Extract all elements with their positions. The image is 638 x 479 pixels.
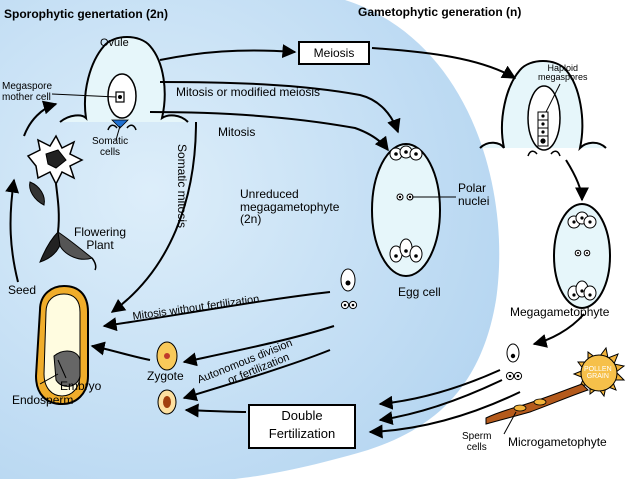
- haploid-megaspores-drawing: [479, 60, 607, 157]
- pollen-grain-drawing: [572, 346, 626, 398]
- mitosis-label: Mitosis: [218, 125, 256, 139]
- flowering-line: Flowering: [74, 225, 127, 239]
- sperm-line: Sperm: [462, 431, 492, 442]
- megagametophyte-label: Megagametophyte: [510, 305, 610, 319]
- double-fertilization-box: Double Fertilization: [248, 404, 356, 449]
- unreduced-megagametophyte-label: Unreduced megagametophyte (2n): [240, 188, 339, 226]
- megaspore-mother-cell-label: Megaspore mother cell: [2, 81, 53, 103]
- polar-nuclei-label: Polar nuclei: [458, 182, 489, 207]
- cells-line: cells: [100, 146, 121, 158]
- flow-arrows: [5, 44, 589, 439]
- grain-line: GRAIN: [586, 373, 609, 381]
- cells-line: cells: [466, 441, 487, 453]
- microgametophyte-label: Microgametophyte: [508, 435, 607, 449]
- ovule-drawing: [59, 36, 189, 131]
- seed-drawing: [34, 284, 89, 406]
- zygote-drawing: [156, 341, 178, 415]
- egg-cell-label: Egg cell: [398, 285, 441, 299]
- megaspores-line: megaspores: [538, 72, 588, 83]
- mother-cell-line: mother cell: [2, 91, 51, 103]
- gametophytic-title: Gametophytic generation (n): [358, 5, 522, 19]
- unreduced-line: Unreduced: [240, 187, 299, 201]
- unreduced-megagametophyte-drawing: [371, 143, 441, 277]
- 2n-line: (2n): [240, 212, 262, 227]
- somatic-mitosis-text: Somatic mitosis: [175, 144, 189, 229]
- nuclei-line: nuclei: [458, 193, 490, 208]
- pollen-line: POLLEN: [584, 366, 612, 373]
- megagametophyte-line: megagametophyte: [240, 199, 340, 214]
- zygote-label: Zygote: [147, 369, 184, 383]
- ovule-label: Ovule: [100, 37, 129, 49]
- haploid-line: Haploid: [547, 63, 579, 73]
- flowering-plant-label: Flowering Plant: [74, 226, 126, 251]
- endosperm-label: Endosperm: [12, 393, 74, 407]
- mitosis-or-modified-meiosis-label: Mitosis or modified meiosis: [176, 85, 321, 99]
- double-line: Double: [281, 408, 323, 423]
- embryo-label: Embryo: [60, 379, 102, 393]
- somatic-line: Somatic: [92, 136, 129, 147]
- sperm-cells-label: Sperm cells: [462, 431, 492, 453]
- egg-cell-drawing: [340, 268, 358, 310]
- pollen-grain-label: POLLEN GRAIN: [584, 366, 612, 381]
- fertilization-line: Fertilization: [268, 426, 336, 441]
- egg-cell-right-drawing: [505, 343, 523, 381]
- plant-line: Plant: [86, 237, 114, 252]
- somatic-cells-label: Somatic cells: [92, 136, 129, 158]
- somatic-mitosis-label: Somatic mitosis: [161, 144, 189, 228]
- megagametophyte-drawing: [553, 203, 611, 309]
- haploid-megaspores-label: Haploid megaspores: [538, 63, 588, 83]
- sporophytic-title: Sporophytic genertation (2n): [4, 7, 169, 21]
- polar-line: Polar: [458, 181, 487, 195]
- megaspore-line: Megaspore: [2, 81, 53, 92]
- flowering-plant-drawing: [26, 134, 97, 271]
- meiosis-box: Meiosis: [298, 41, 370, 65]
- seed-label: Seed: [8, 283, 37, 297]
